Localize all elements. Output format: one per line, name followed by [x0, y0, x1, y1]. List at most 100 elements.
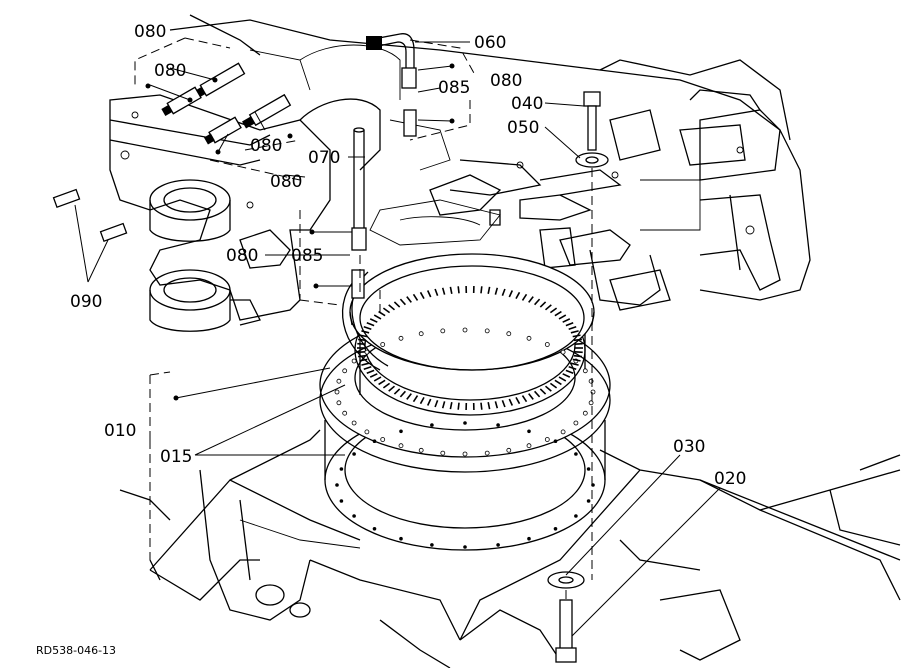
gear-tooth — [441, 401, 446, 409]
bolt-hole — [364, 349, 370, 355]
gear-tooth — [544, 385, 552, 392]
mount-hole — [335, 483, 339, 487]
gear-tooth — [565, 322, 574, 327]
bolt-hole — [544, 342, 550, 347]
mount-hole — [352, 514, 356, 518]
gear-tooth — [369, 318, 378, 323]
bolt-hole — [440, 328, 446, 334]
bolt-hole — [484, 450, 490, 456]
gear-tooth — [570, 330, 579, 334]
gear-tooth — [357, 351, 366, 354]
callout-080-hose-label: 080 — [226, 246, 258, 266]
gear-tooth — [382, 382, 391, 389]
callout-070: 070 — [308, 148, 340, 168]
callout-080-left: 080 — [270, 172, 302, 192]
gear-tooth — [399, 298, 406, 306]
bolt-hole — [334, 389, 340, 395]
gear-tooth — [357, 342, 366, 345]
gear-tooth — [449, 402, 453, 410]
gear-teeth — [357, 285, 583, 411]
gear-tooth — [363, 366, 372, 370]
gear-tooth — [361, 330, 370, 334]
gear-tooth — [359, 334, 368, 338]
mount-hole — [372, 527, 377, 531]
gear-tooth — [369, 373, 378, 378]
lower-frame-drawing — [119, 429, 901, 668]
gear-tooth — [549, 307, 558, 314]
mount-hole — [339, 467, 344, 471]
mount-hole — [586, 499, 591, 503]
gear-tooth — [434, 288, 439, 296]
gear-tooth — [554, 310, 562, 317]
gear-tooth — [359, 358, 368, 362]
bolt-hole — [582, 410, 588, 416]
drawing-reference: RD538-046-13 — [36, 644, 116, 657]
gear-tooth — [426, 398, 432, 406]
callout-labels: 080 080 080 080 060 085 080 080 070 040 … — [36, 22, 746, 657]
gear-tooth — [515, 291, 521, 299]
callout-040: 040 — [511, 94, 543, 114]
gear-tooth — [554, 379, 562, 386]
gear-tooth — [570, 362, 579, 366]
upper-frame-drawing — [169, 14, 811, 311]
gear-tooth — [487, 402, 491, 410]
gear-tooth — [501, 400, 506, 408]
gear-tooth — [378, 379, 386, 386]
gear-tooth — [494, 287, 499, 295]
gear-tooth — [544, 304, 552, 311]
bolt-hole — [398, 335, 404, 341]
mount-hole — [496, 423, 500, 427]
callout-020: 020 — [714, 469, 746, 489]
gear-tooth — [568, 366, 577, 370]
callout-010: 010 — [104, 421, 136, 441]
gear-tooth — [549, 382, 558, 389]
mount-hole — [553, 439, 558, 444]
gear-tooth — [562, 373, 571, 378]
hose-and-fittings — [52, 33, 609, 663]
bolt-hole — [462, 327, 468, 333]
gear-tooth — [363, 326, 372, 330]
swing-bearing-drawing — [319, 253, 611, 551]
callout-labels-extra: 080 080 — [226, 71, 522, 266]
gear-tooth — [558, 314, 567, 320]
bolt-hole — [506, 331, 512, 337]
gear-tooth — [419, 291, 425, 299]
gear-tooth — [480, 286, 483, 294]
gear-tooth — [528, 393, 534, 400]
gear-tooth — [388, 304, 396, 311]
bolt-hole — [336, 400, 342, 406]
swing-bracket-drawing — [109, 44, 451, 332]
gear-tooth — [574, 342, 583, 345]
gear-tooth — [572, 334, 581, 338]
gear-tooth — [508, 398, 514, 406]
gear-tooth — [399, 390, 406, 398]
bolt-hole — [573, 420, 579, 426]
mount-hole — [527, 429, 531, 434]
gear-tooth — [457, 286, 460, 294]
bolt-hole — [544, 437, 550, 442]
gear-tooth — [508, 290, 514, 298]
callout-090: 090 — [70, 292, 102, 312]
callout-015: 015 — [160, 447, 192, 467]
gear-tooth — [393, 301, 401, 308]
mount-hole — [372, 439, 377, 444]
gear-tooth — [378, 310, 386, 317]
mount-hole — [430, 543, 434, 547]
bolt-hole — [506, 447, 512, 453]
bolt-hole — [351, 358, 357, 364]
mount-hole — [586, 467, 591, 471]
gear-tooth — [521, 395, 528, 403]
gear-tooth — [565, 369, 574, 374]
bolt-hole — [440, 450, 446, 456]
callout-085-bottom: 085 — [291, 246, 323, 266]
bolt-hole — [582, 368, 588, 374]
gear-tooth — [373, 314, 382, 320]
gear-tooth — [406, 393, 412, 400]
bolt-hole — [398, 443, 404, 449]
callout-050: 050 — [507, 118, 539, 138]
mount-hole — [553, 527, 558, 531]
gear-tooth — [573, 338, 582, 342]
callout-030: 030 — [673, 437, 705, 457]
gear-tooth — [426, 290, 432, 298]
gear-tooth — [521, 293, 528, 301]
